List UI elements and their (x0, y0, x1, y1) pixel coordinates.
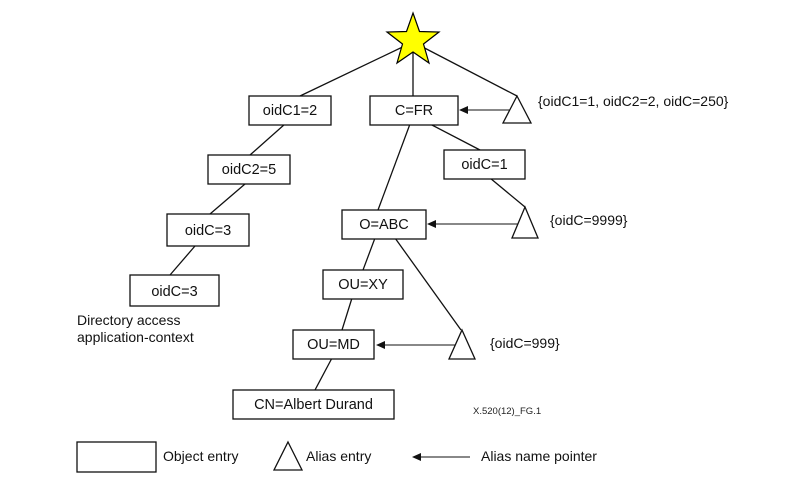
node-cn-label: CN=Albert Durand (254, 397, 373, 413)
edge-oabc-ouxy (362, 237, 376, 271)
node-o-abc-label: O=ABC (359, 217, 409, 233)
node-ou-xy-label: OU=XY (338, 277, 388, 293)
node-ou-xy: OU=XY (322, 269, 404, 300)
node-o-abc: O=ABC (341, 209, 427, 240)
node-oidc-1: oidC=1 (443, 149, 526, 180)
legend: Object entry Alias entry Alias name poin… (76, 440, 597, 473)
root-star-icon (385, 11, 441, 65)
node-oidc3-leaf: oidC=3 (129, 274, 220, 307)
node-oidc2: oidC2=5 (207, 154, 291, 185)
alias-triangle-top-icon (501, 94, 533, 124)
node-oidc1-label: oidC1=2 (263, 103, 317, 119)
edge-oidc2-oidc3 (209, 183, 246, 215)
node-ou-md: OU=MD (292, 329, 375, 360)
edge-oumd-cn (314, 357, 333, 391)
node-oidc1: oidC1=2 (248, 95, 332, 126)
node-oidc3: oidC=3 (166, 213, 250, 247)
alias-triangle-lower-icon (447, 328, 477, 360)
edge-cfr-oabc (377, 123, 411, 211)
alias-label-middle: {oidC=9999} (550, 212, 628, 228)
edge-root-oidc1 (299, 41, 414, 97)
node-c-fr-label: C=FR (395, 103, 433, 119)
node-oidc2-label: oidC2=5 (222, 162, 276, 178)
legend-object-label: Object entry (163, 448, 238, 464)
edge-cfr-oidc1 (429, 123, 481, 151)
edge-oidc1-alias-middle (489, 177, 526, 208)
legend-pointer-label: Alias name pointer (481, 448, 597, 464)
legend-alias-label: Alias entry (306, 448, 371, 464)
edge-root-alias-top (412, 41, 518, 97)
edge-oidc1-oidc2 (249, 123, 286, 156)
legend-object-box-icon (76, 441, 157, 473)
figure-id: X.520(12)_FG.1 (473, 406, 541, 417)
node-ou-md-label: OU=MD (307, 337, 360, 353)
annotation-line-2: application-context (77, 329, 194, 345)
edge-oidc3-leaf (169, 245, 196, 276)
alias-label-lower: {oidC=999} (490, 335, 560, 351)
node-oidc-1-label: oidC=1 (461, 157, 507, 173)
node-oidc3-leaf-label: oidC=3 (151, 284, 197, 300)
node-cn: CN=Albert Durand (232, 389, 395, 420)
node-oidc3-label: oidC=3 (185, 223, 231, 239)
alias-triangle-middle-icon (511, 205, 539, 239)
legend-alias-triangle-icon (272, 440, 304, 471)
annotation-line-1: Directory access (77, 312, 180, 328)
edge-ouxy-oumd (341, 297, 353, 331)
node-c-fr: C=FR (369, 95, 459, 126)
alias-label-top: {oidC1=1, oidC2=2, oidC=250} (538, 93, 729, 109)
edge-oabc-alias-lower (394, 237, 462, 331)
